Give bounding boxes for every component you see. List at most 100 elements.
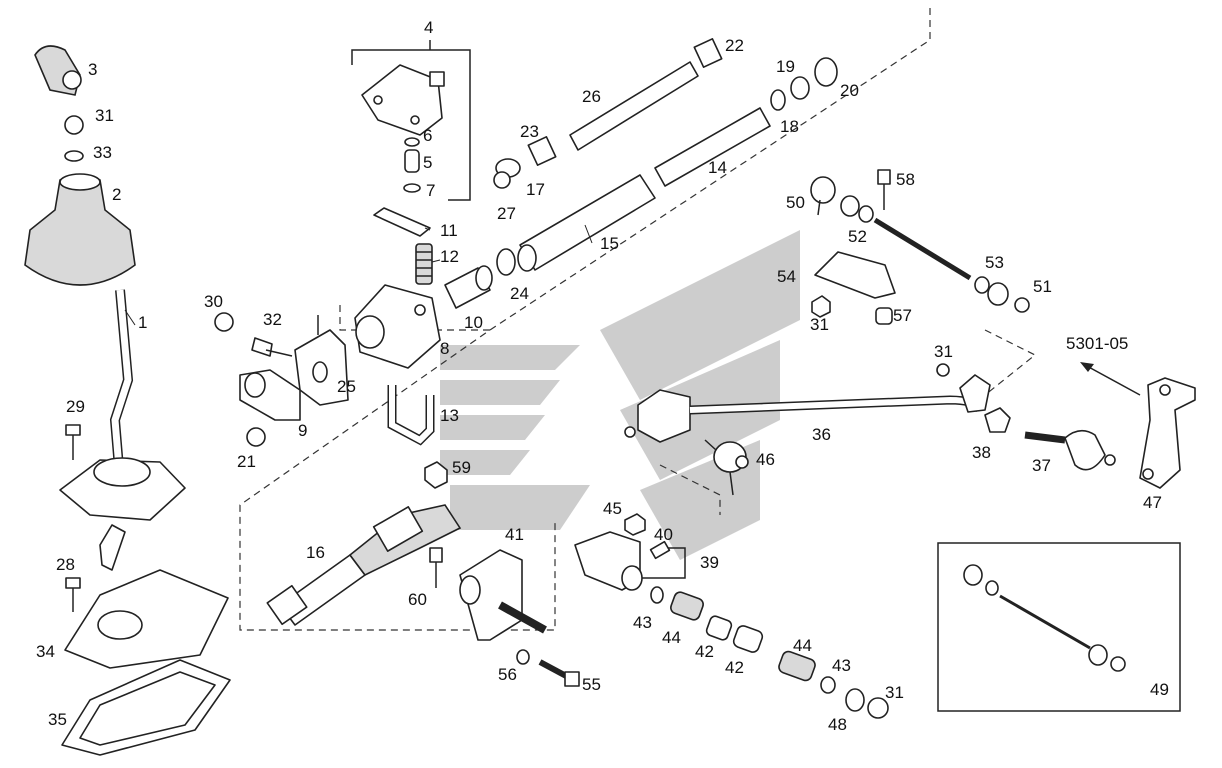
label-49: 49 (1150, 680, 1169, 699)
label-30: 30 (204, 292, 223, 311)
label-37: 37 (1032, 456, 1051, 475)
part-37-joint (1024, 429, 1116, 471)
part-55-bolt (538, 659, 580, 687)
label-60: 60 (408, 590, 427, 609)
part-44-spring-b (778, 650, 816, 682)
part-57-bushing (875, 307, 893, 325)
label-42-a: 42 (695, 642, 714, 661)
label-24: 24 (510, 284, 529, 303)
label-23: 23 (520, 122, 539, 141)
fasteners-left (214, 312, 293, 447)
label-13: 13 (440, 406, 459, 425)
part-48-lever (1139, 377, 1196, 489)
label-29: 29 (66, 397, 85, 416)
label-16: 16 (306, 543, 325, 562)
label-56: 56 (498, 665, 517, 684)
parts-5-6-7 (403, 137, 421, 193)
part-38-nut (984, 407, 1011, 433)
shaft-assembly (493, 38, 838, 276)
part-labels: 3 31 33 2 1 29 28 34 35 4 6 5 7 11 12 30… (36, 18, 1169, 734)
label-8: 8 (440, 339, 449, 358)
part-41-bracket (459, 549, 547, 641)
leader-lines (124, 224, 593, 326)
label-35: 35 (48, 710, 67, 729)
part-59-nut (424, 461, 448, 489)
label-53: 53 (985, 253, 1004, 272)
part-13-rod-inner (389, 385, 433, 444)
part-31-nut-rod (936, 363, 950, 377)
label-52: 52 (848, 227, 867, 246)
label-4: 4 (424, 18, 433, 37)
label-48: 47 (1143, 493, 1162, 512)
part-35-gasket-inner (79, 671, 216, 746)
label-19: 19 (776, 57, 795, 76)
label-14: 14 (708, 158, 727, 177)
label-45: 48 (828, 715, 847, 734)
part-44-spring-a (670, 591, 704, 621)
part-43-washer-b (820, 676, 836, 694)
part-42-bushing-b (732, 625, 764, 653)
part-54-plate (814, 251, 896, 299)
label-50: 50 (786, 193, 805, 212)
label-59: 59 (452, 458, 471, 477)
label-9: 9 (298, 421, 307, 440)
part-31-nut-top (64, 115, 84, 135)
label-2: 2 (112, 185, 121, 204)
label-31: 31 (95, 106, 114, 125)
label-51: 51 (1033, 277, 1052, 296)
label-7: 7 (426, 181, 435, 200)
part-4-bracket (351, 40, 471, 201)
label-10: 10 (464, 313, 483, 332)
part-12-spring (415, 243, 433, 285)
label-32: 32 (263, 310, 282, 329)
tie-rod-top (810, 176, 1030, 313)
part-47-ball-joint (704, 439, 749, 496)
label-22: 22 (725, 36, 744, 55)
label-25: 25 (337, 377, 356, 396)
label-44-a: 44 (662, 628, 681, 647)
label-12: 12 (440, 247, 459, 266)
part-42-bushing-a (705, 615, 733, 641)
label-11: 11 (440, 221, 458, 240)
part-2-boot (24, 173, 136, 286)
label-43-b: 43 (832, 656, 851, 675)
part-29-bolt (65, 424, 81, 460)
label-42-b: 42 (725, 658, 744, 677)
label-27: 27 (497, 204, 516, 223)
label-44-b: 44 (793, 636, 812, 655)
part-9-bracket (239, 369, 301, 421)
label-18: 18 (780, 117, 799, 136)
label-41: 41 (505, 525, 524, 544)
label-15: 15 (600, 234, 619, 253)
part-36-rod (624, 374, 991, 443)
label-6: 6 (423, 126, 432, 145)
label-47: 46 (756, 450, 775, 469)
label-1: 1 (138, 313, 147, 332)
lever-base (59, 457, 186, 571)
part-31-nut-plate (811, 295, 831, 318)
label-20: 20 (840, 81, 859, 100)
part-56-washer (516, 649, 530, 665)
label-55: 55 (582, 675, 601, 694)
label-54: 54 (777, 267, 796, 286)
part-45-bushing (845, 688, 865, 712)
part-8-housing (354, 284, 441, 369)
part-43-washer-a (650, 586, 664, 604)
group-boundaries (239, 8, 1037, 631)
reference-arrow (1084, 364, 1141, 396)
label-17: 17 (526, 180, 545, 199)
label-5: 5 (423, 153, 432, 172)
label-31-plate: 31 (810, 315, 829, 334)
label-39: 39 (700, 553, 719, 572)
parts-39-40 (574, 531, 686, 591)
part-33-washer (64, 150, 84, 162)
label-40: 40 (654, 525, 673, 544)
label-26: 26 (582, 87, 601, 106)
label-38: 38 (972, 443, 991, 462)
label-21: 21 (237, 452, 256, 471)
label-28: 28 (56, 555, 75, 574)
label-36: 36 (812, 425, 831, 444)
part-49-inset (937, 542, 1181, 712)
part-16-shaft (266, 504, 462, 626)
